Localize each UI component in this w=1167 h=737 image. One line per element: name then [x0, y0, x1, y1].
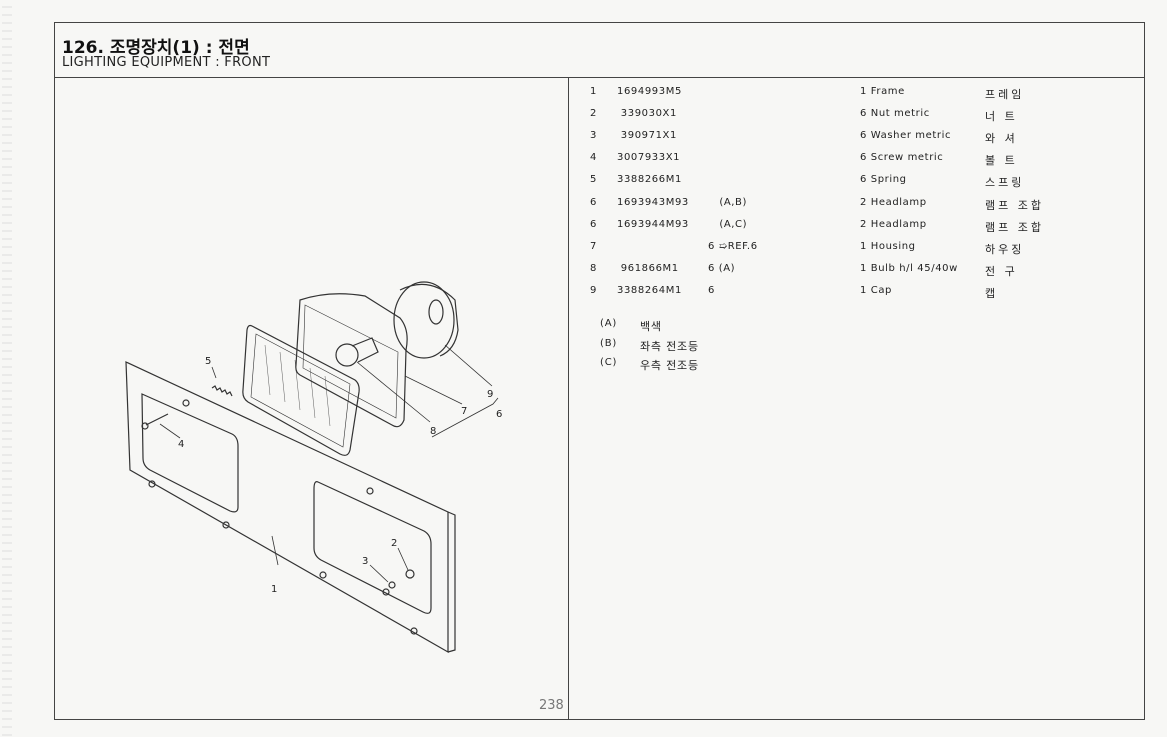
- note: (A,C): [708, 218, 748, 230]
- item-number: 8: [590, 262, 597, 274]
- korean-name: 너 트: [985, 110, 1018, 124]
- part-number: 339030X1: [617, 108, 677, 120]
- callout-3: 3: [362, 556, 368, 567]
- item-number: 5: [590, 174, 597, 186]
- page-frame: [54, 22, 1145, 720]
- callout-8: 8: [430, 426, 436, 437]
- frame-plate: [125, 361, 456, 654]
- item-number: 9: [590, 284, 597, 296]
- korean-name: 스프링: [985, 176, 1025, 190]
- korean-name: 램프 조합: [985, 220, 1044, 234]
- note: (A,B): [708, 196, 748, 208]
- header-divider: [54, 77, 1145, 78]
- description: 6 Screw metric: [860, 152, 944, 164]
- housing: [295, 293, 408, 428]
- callout-4: 4: [178, 439, 184, 450]
- scan-edge: [2, 0, 12, 737]
- bulb: [335, 337, 379, 367]
- screw: [141, 413, 169, 430]
- note: 6 ➯REF.6: [708, 240, 758, 252]
- korean-name: 프레임: [985, 88, 1025, 101]
- description: 1 Housing: [860, 240, 916, 252]
- description: 1 Frame: [860, 86, 905, 97]
- callout-9: 9: [487, 389, 493, 400]
- callout-2: 2: [391, 538, 397, 549]
- item-number: 2: [590, 108, 597, 120]
- description: 1 Cap: [860, 284, 892, 296]
- korean-name: 램프 조합: [985, 198, 1044, 212]
- legend-key: (B): [600, 337, 618, 349]
- item-number: 7: [590, 240, 597, 252]
- part-number: 3388266M1: [617, 174, 682, 186]
- item-number: 4: [590, 152, 597, 164]
- leader-lines: [159, 344, 499, 583]
- callout-1: 1: [271, 584, 277, 595]
- legend-key: (C): [600, 357, 618, 368]
- korean-name: 와 셔: [985, 132, 1018, 146]
- page-title: 126. 조명장치(1) : 전면: [62, 38, 250, 58]
- headlamp-lens: [242, 324, 360, 456]
- note: 6: [708, 284, 715, 296]
- description: 2 Headlamp: [860, 196, 927, 208]
- legend-value: 백색: [640, 320, 662, 333]
- part-number: 390971X1: [617, 130, 677, 142]
- page-number: 238: [539, 698, 564, 713]
- description: 6 Washer metric: [860, 130, 952, 142]
- item-number: 1: [590, 86, 597, 97]
- part-number: 1693943M93: [617, 196, 689, 208]
- description: 2 Headlamp: [860, 218, 927, 230]
- callout-7: 7: [461, 406, 467, 417]
- description: 6 Spring: [860, 174, 907, 186]
- part-number: 961866M1: [617, 262, 679, 274]
- part-number: 3007933X1: [617, 152, 681, 164]
- item-number: 6: [590, 218, 597, 230]
- callout-6: 6: [496, 409, 502, 420]
- note: 6 (A): [708, 262, 736, 274]
- description: 6 Nut metric: [860, 108, 930, 120]
- description: 1 Bulb h/l 45/40w: [860, 262, 958, 274]
- legend-key: (A): [600, 318, 618, 329]
- cap: [393, 281, 459, 359]
- exploded-diagram: 1 2 3 4 5 6 7 8 9: [125, 281, 502, 654]
- korean-name: 볼 트: [985, 154, 1018, 168]
- korean-name: 전 구: [985, 264, 1018, 278]
- page-subtitle: LIGHTING EQUIPMENT : FRONT: [62, 55, 271, 70]
- korean-name: 하우징: [985, 242, 1025, 256]
- item-number: 6: [590, 196, 597, 208]
- legend-value: 좌측 전조등: [640, 339, 699, 353]
- item-number: 3: [590, 130, 597, 142]
- callout-5: 5: [205, 356, 211, 367]
- part-number: 1693944M93: [617, 218, 689, 230]
- column-divider: [568, 77, 569, 720]
- korean-name: 캡: [985, 286, 999, 300]
- legend-value: 우측 전조등: [640, 359, 699, 372]
- spring: [211, 385, 233, 397]
- part-number: 3388264M1: [617, 284, 682, 296]
- part-number: 1694993M5: [617, 86, 682, 97]
